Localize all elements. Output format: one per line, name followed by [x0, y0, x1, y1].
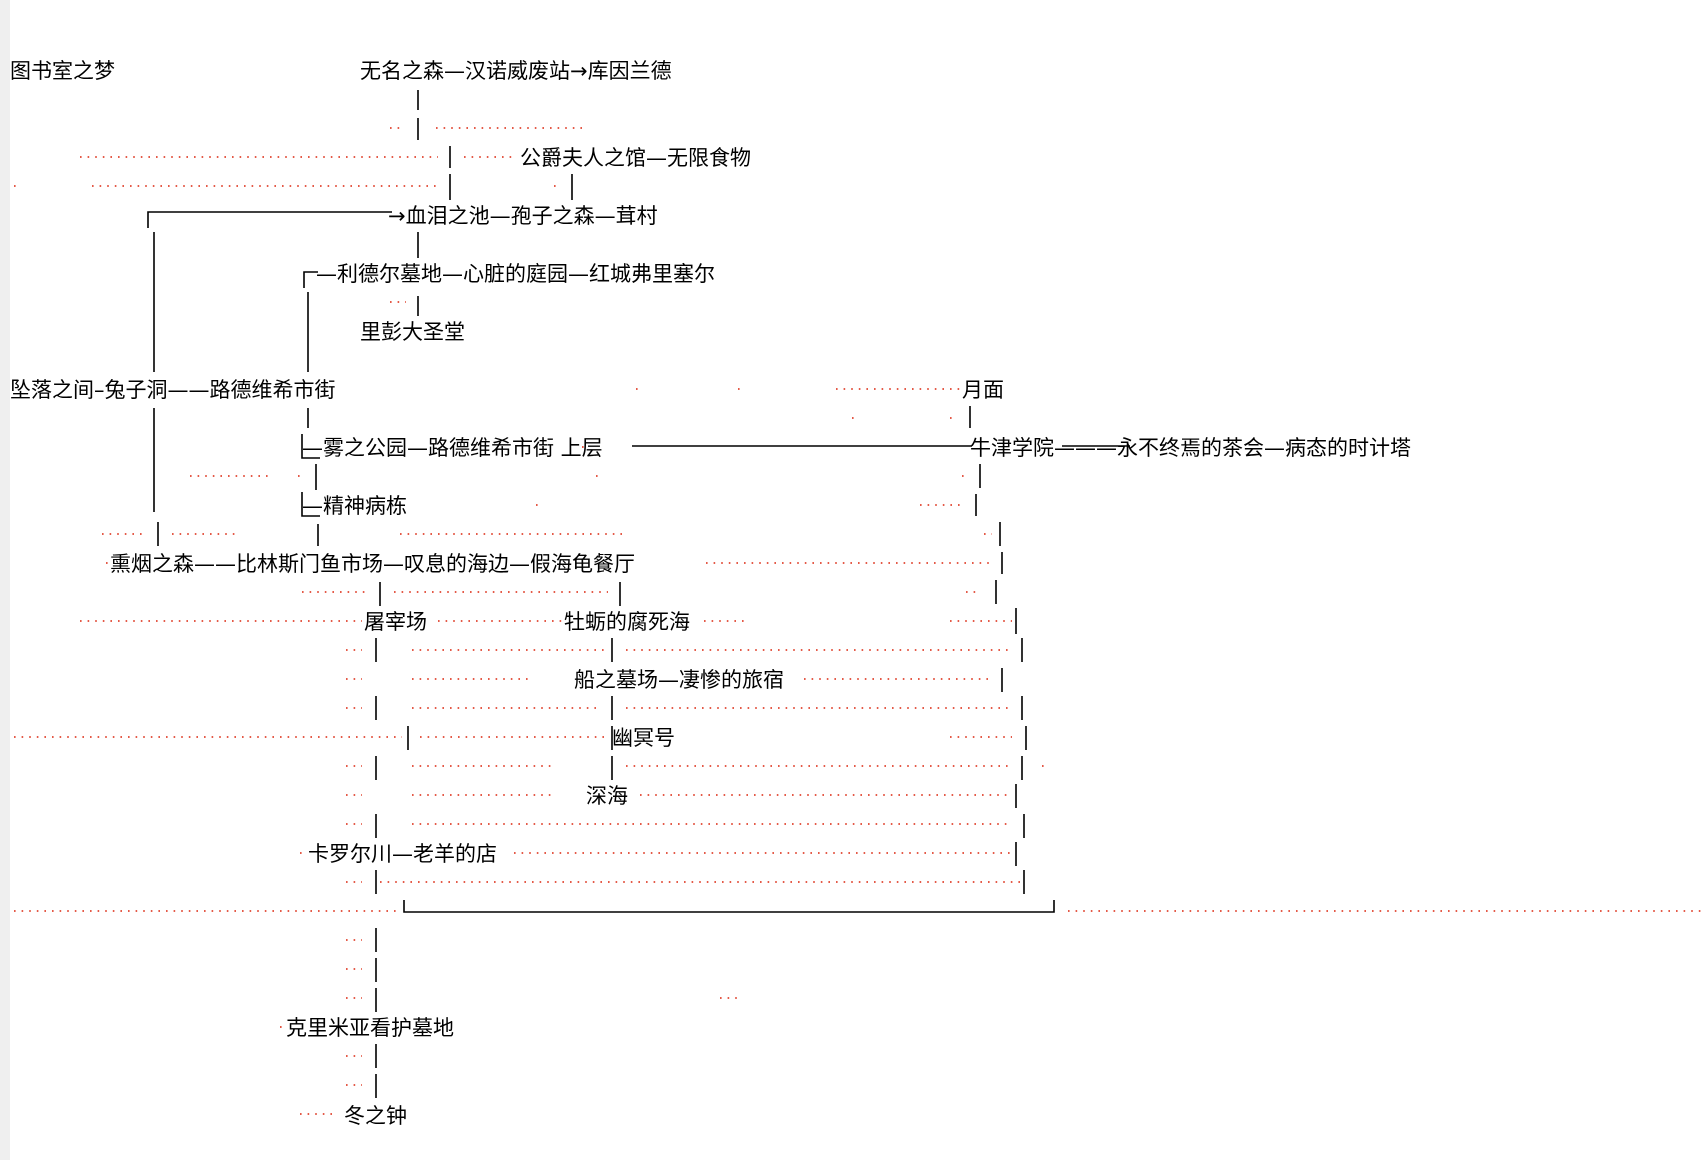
node-moon-surface: 月面: [962, 378, 1004, 402]
node-deep-sea: 深海: [586, 784, 628, 808]
node-route-red-castle: —利德尔墓地—心脏的庭园—红城弗里塞尔: [316, 262, 715, 286]
node-ghost-ship: 幽冥号: [612, 726, 675, 750]
node-slaughterhouse: 屠宰场: [364, 610, 427, 634]
node-oyster-sea: 牡蛎的腐死海: [564, 610, 690, 634]
node-route-kuyinlande: 无名之森—汉诺威废站→库因兰德: [360, 59, 672, 83]
left-gutter: [0, 0, 10, 1160]
node-library-dream: 图书室之梦: [10, 59, 115, 83]
node-route-old-sheep: 卡罗尔川—老羊的店: [308, 842, 497, 866]
node-route-fog-park: —雾之公园—路德维希市街 上层: [302, 436, 603, 460]
node-route-mock-turtle: 熏烟之森——比林斯门鱼市场—叹息的海边—假海龟餐厅: [110, 552, 635, 576]
node-crimea-grave: 克里米亚看护墓地: [286, 1016, 454, 1040]
node-mental-ward: —精神病栋: [302, 494, 407, 518]
dotted-guides: [14, 127, 1704, 1115]
node-route-mushroom-village: →血泪之池—孢子之森—茸村: [388, 204, 658, 228]
node-route-miserable-inn: 船之墓场—凄惨的旅宿: [574, 668, 784, 692]
node-duchess-hall: 公爵夫人之馆—无限食物: [520, 146, 751, 170]
node-route-oxford: 牛津学院———永不终焉的茶会—病态的时计塔: [970, 436, 1411, 460]
node-winter-bell: 冬之钟: [344, 1104, 407, 1128]
connector-lines: [147, 90, 1130, 1098]
node-route-ludwig-street: 坠落之间–兔子洞——路德维希市街: [10, 378, 336, 402]
node-lipeng-cathedral: 里彭大圣堂: [360, 320, 465, 344]
